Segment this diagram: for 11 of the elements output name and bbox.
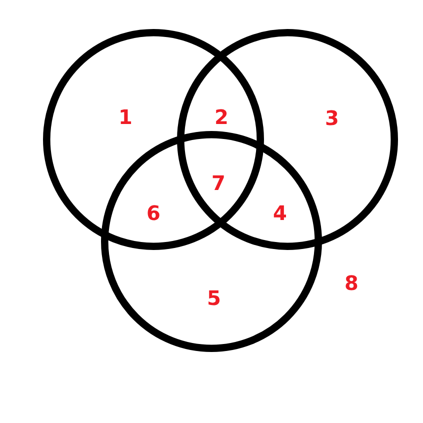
region-number: 2 (214, 106, 228, 126)
venn-circle (101, 131, 322, 352)
venn-circle (42, 29, 264, 250)
venn-circle (177, 29, 398, 250)
region-number: 4 (273, 203, 287, 223)
region-number: 5 (207, 288, 221, 308)
region-number: 7 (212, 173, 226, 193)
region-number: 6 (146, 203, 160, 223)
region-number: 3 (325, 108, 339, 128)
region-number: 1 (118, 107, 132, 127)
region-number: 8 (344, 273, 358, 293)
